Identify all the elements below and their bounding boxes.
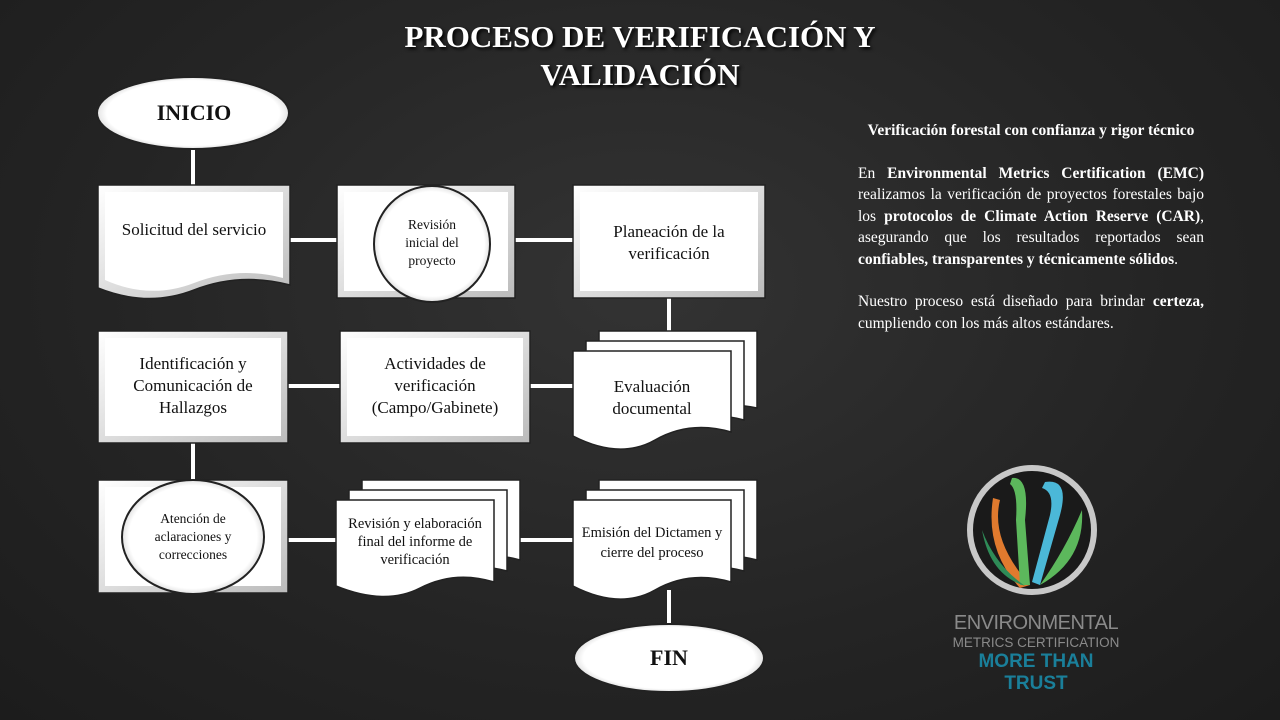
protocol-name: protocolos de Climate Action Reserve (CA…: [884, 207, 1201, 225]
step-informe[interactable]: Revisión y elaboración final del informe…: [348, 516, 482, 568]
logo-wordmark: ENVIRONMENTAL METRICS CERTIFICATION MORE…: [946, 612, 1126, 695]
description-paragraph-1: En Environmental Metrics Certification (…: [858, 163, 1204, 271]
emphasis: certeza,: [1152, 293, 1204, 310]
end-label: FIN: [650, 645, 688, 670]
logo-line-1: ENVIRONMENTAL: [953, 612, 1119, 634]
step-actividades[interactable]: Actividades de verificación (Campo/Gabin…: [371, 354, 499, 417]
company-name: Environmental Metrics Certification (EMC…: [887, 164, 1204, 182]
multi-document-shape: [335, 479, 521, 598]
emphasis: confiables, transparentes y técnicamente…: [858, 250, 1175, 268]
logo-tagline: MORE THAN TRUST: [978, 651, 1094, 694]
step-revision-inicial[interactable]: Revisión inicial del proyecto: [405, 217, 459, 268]
step-planeacion[interactable]: Planeación de la verificación: [613, 222, 725, 263]
text: En: [858, 164, 888, 182]
step-aclaraciones[interactable]: Atención de aclaraciones y correcciones: [154, 511, 232, 562]
end-terminator: [573, 623, 765, 693]
description-paragraph-2: Nuestro proceso está diseñado para brind…: [858, 291, 1204, 334]
start-terminator: [96, 76, 290, 150]
step-dictamen[interactable]: Emisión del Dictamen y cierre del proces…: [581, 525, 723, 561]
multi-document-shape: [572, 330, 758, 450]
emc-logo-icon: [967, 465, 1097, 595]
multi-document-shape: [572, 479, 758, 600]
start-label: INICIO: [156, 100, 232, 125]
text: cumpliendo con los más altos estándares.: [858, 314, 1114, 332]
step-solicitud[interactable]: Solicitud del servicio: [121, 220, 267, 239]
description-panel: Verificación forestal con confianza y ri…: [858, 120, 1204, 355]
connectors: [191, 148, 671, 628]
text: Nuestro proceso está diseñado para brind…: [858, 293, 1153, 310]
logo-line-2: METRICS CERTIFICATION: [952, 635, 1120, 650]
text: , asegurando que los resultados reportad…: [858, 207, 1204, 247]
description-heading: Verificación forestal con confianza y ri…: [867, 122, 1195, 139]
page-title: PROCESO DE VERIFICACIÓN Y VALIDACIÓN: [404, 19, 876, 92]
step-evaluacion[interactable]: Evaluación documental: [612, 377, 692, 418]
text: .: [1174, 250, 1179, 268]
text: realizamos la verificación de proyectos …: [858, 186, 1204, 225]
step-hallazgos[interactable]: Identificación y Comunicación de Hallazg…: [133, 354, 253, 417]
